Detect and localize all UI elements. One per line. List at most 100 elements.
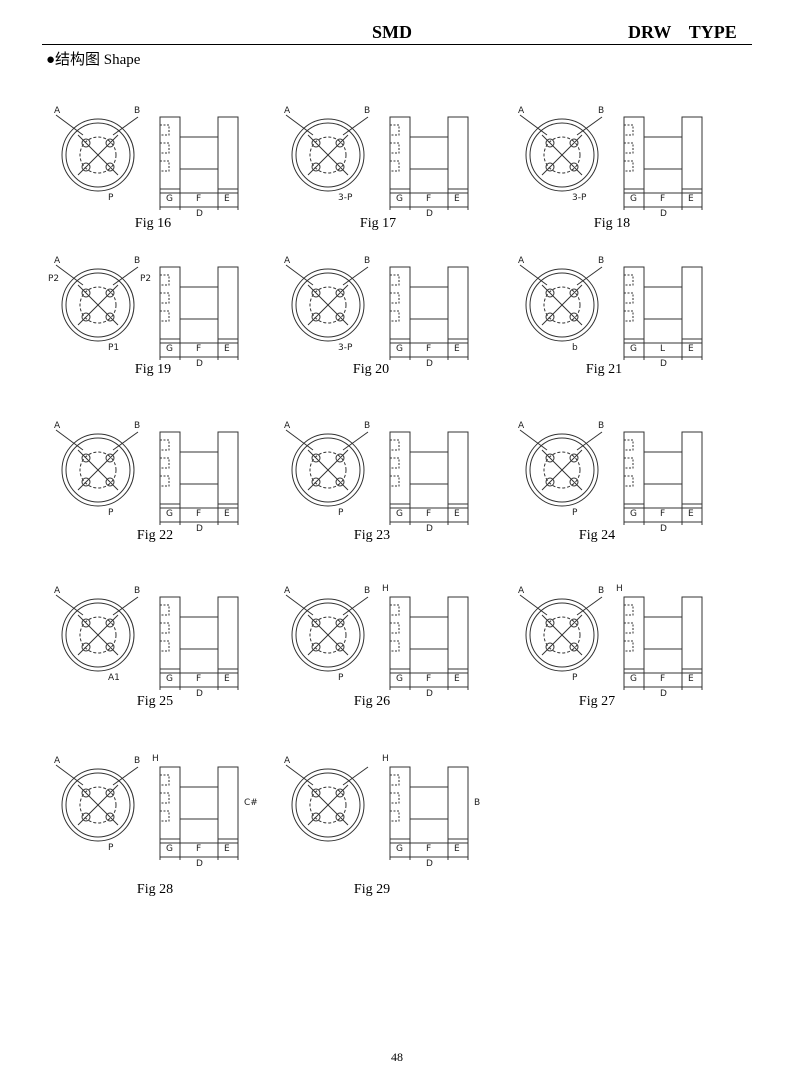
- dimension-label-b: B: [474, 798, 480, 808]
- dimension-label-d: D: [660, 524, 667, 534]
- pin-hole: [81, 288, 91, 298]
- dimension-label-d: D: [660, 209, 667, 219]
- pin-hole: [335, 288, 345, 298]
- pin-hole: [569, 288, 579, 298]
- front-view: A B P: [54, 756, 140, 853]
- pin-hole: [545, 477, 555, 487]
- figure-caption: Fig 26: [353, 694, 391, 709]
- dimension-label-f: F: [196, 194, 201, 204]
- dimension-label-e: E: [688, 674, 694, 684]
- pin-hole: [335, 312, 345, 322]
- front-label-p2: P2: [140, 274, 151, 284]
- dimension-label-f: F: [196, 509, 201, 519]
- figure-caption: Fig 18: [593, 216, 631, 231]
- front-label-a: A: [284, 256, 291, 266]
- dimension-label-e: E: [224, 194, 230, 204]
- dimension-label-d: D: [196, 359, 203, 369]
- pin-hole: [105, 312, 115, 322]
- front-label-a: A: [284, 106, 291, 116]
- dimension-label-d: D: [660, 689, 667, 699]
- dimension-label-d: D: [196, 859, 203, 869]
- pin-hole: [105, 618, 115, 628]
- dimension-label-g: G: [396, 344, 403, 354]
- front-label-p: P: [572, 508, 578, 518]
- figure-caption: Fig 16: [134, 216, 172, 231]
- front-label-a: A: [54, 756, 61, 766]
- pin-hole: [569, 642, 579, 652]
- figure-caption: Fig 23: [353, 528, 391, 543]
- dimension-label-f: F: [196, 844, 201, 854]
- pin-hole: [569, 312, 579, 322]
- figure-caption: Fig 25: [136, 694, 174, 709]
- pin-hole: [105, 788, 115, 798]
- dimension-label-g: G: [630, 194, 637, 204]
- pin-hole: [105, 812, 115, 822]
- pin-hole: [81, 788, 91, 798]
- dimension-label-e: E: [454, 509, 460, 519]
- dimension-label-g: G: [396, 509, 403, 519]
- front-label-b: B: [364, 421, 370, 431]
- figure-caption: Fig 17: [359, 216, 397, 231]
- pin-hole: [335, 162, 345, 172]
- dimension-label-f: F: [660, 674, 665, 684]
- dimension-label-e: E: [688, 509, 694, 519]
- front-label-a: A: [54, 421, 61, 431]
- front-label-p: P: [338, 508, 344, 518]
- front-label-b: B: [134, 756, 140, 766]
- pin-hole: [545, 642, 555, 652]
- page-number: 48: [391, 1050, 403, 1064]
- pin-hole: [105, 288, 115, 298]
- front-label-b: B: [134, 106, 140, 116]
- dimension-label-f: F: [426, 674, 431, 684]
- pin-hole: [311, 812, 321, 822]
- header-type: DRW TYPE: [628, 22, 737, 42]
- figure-caption: Fig 22: [136, 528, 174, 543]
- pin-hole: [545, 453, 555, 463]
- pin-hole: [311, 162, 321, 172]
- pin-hole: [545, 312, 555, 322]
- dimension-label-g: G: [166, 674, 173, 684]
- pin-hole: [311, 618, 321, 628]
- pin-hole: [311, 642, 321, 652]
- pin-hole: [569, 618, 579, 628]
- figure-caption: Fig 20: [352, 362, 390, 377]
- figure-caption: Fig 29: [353, 882, 391, 897]
- pin-hole: [105, 642, 115, 652]
- front-label-b: B: [598, 421, 604, 431]
- dimension-label-g: G: [166, 344, 173, 354]
- dimension-label-d: D: [426, 524, 433, 534]
- pin-hole: [545, 138, 555, 148]
- front-label-p: P: [108, 843, 114, 853]
- dimension-label-g: G: [630, 674, 637, 684]
- front-label-p: P: [338, 673, 344, 683]
- pin-hole: [335, 618, 345, 628]
- pin-hole: [81, 618, 91, 628]
- dimension-label-e: E: [224, 674, 230, 684]
- front-label-a: A: [284, 756, 291, 766]
- front-label-3-p: 3-P: [572, 193, 587, 203]
- front-label-b: B: [598, 256, 604, 266]
- pin-hole: [335, 812, 345, 822]
- dimension-label-e: E: [454, 844, 460, 854]
- front-label-p1: P1: [108, 343, 119, 353]
